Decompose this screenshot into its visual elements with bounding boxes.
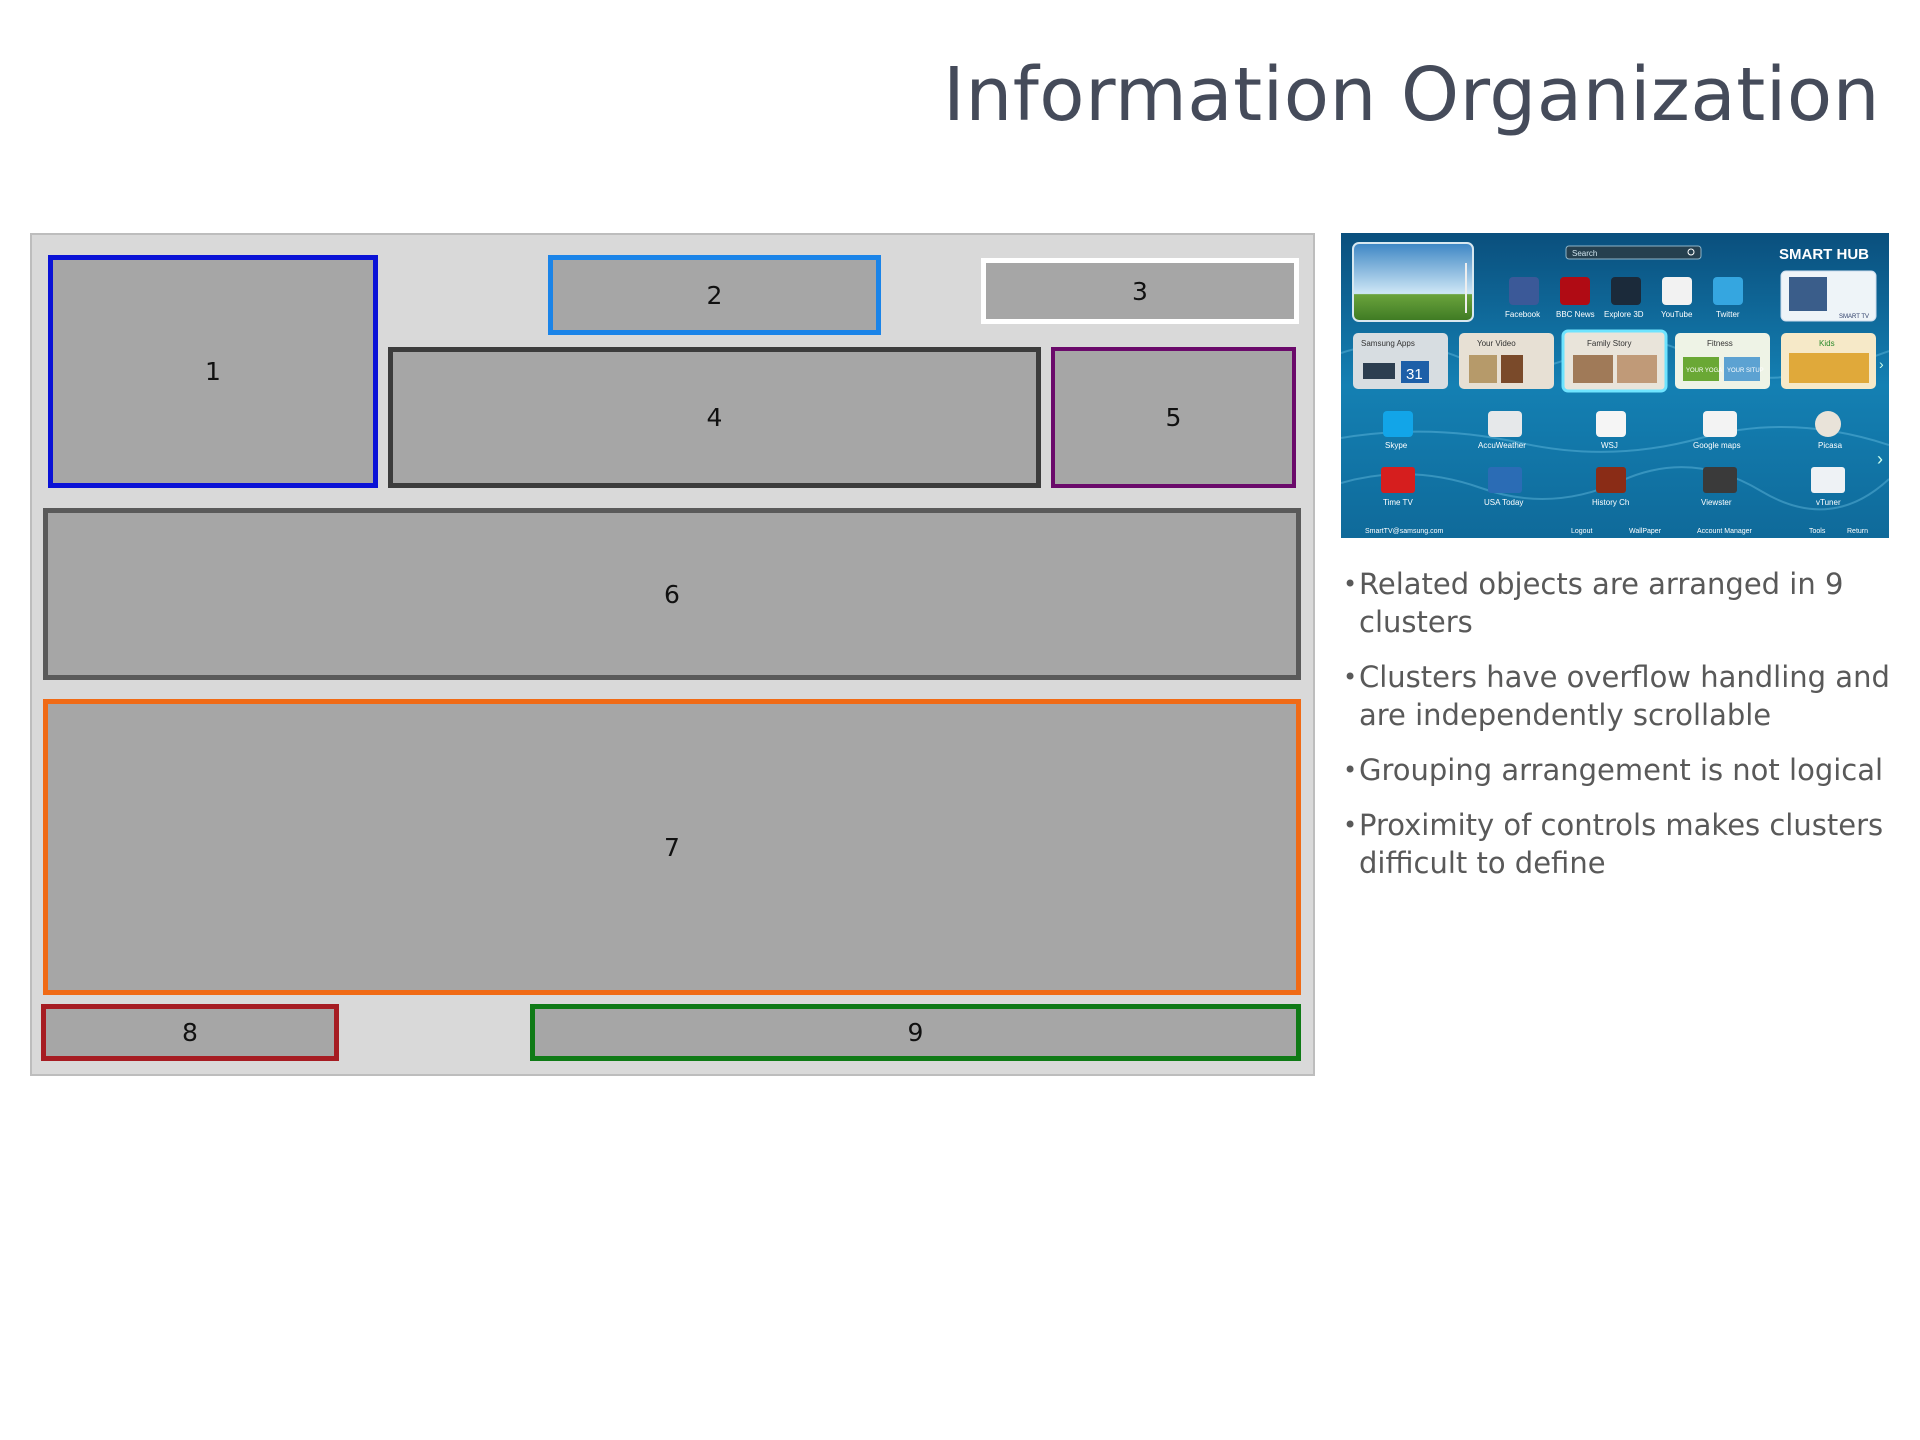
search-placeholder: Search	[1572, 249, 1597, 258]
svg-text:vTuner: vTuner	[1816, 498, 1841, 507]
cluster-9: 9	[530, 1004, 1301, 1061]
svg-text:WallPaper: WallPaper	[1629, 528, 1662, 535]
svg-text:BBC News: BBC News	[1556, 310, 1595, 319]
accuweather-icon	[1488, 411, 1522, 437]
cluster-7-label: 7	[664, 832, 680, 862]
history-icon	[1596, 467, 1626, 493]
cluster-4: 4	[388, 347, 1041, 488]
cluster-1-label: 1	[205, 357, 221, 386]
youtube-icon	[1662, 277, 1692, 305]
cluster-5: 5	[1051, 347, 1296, 488]
svg-text:Time TV: Time TV	[1383, 498, 1413, 507]
search-box	[1565, 245, 1702, 260]
google-maps-icon	[1703, 411, 1737, 437]
bbc-news-icon	[1560, 277, 1590, 305]
svg-text:History Ch: History Ch	[1592, 498, 1629, 507]
app-grid: Skype AccuWeather WSJ Google maps Picasa…	[1381, 411, 1883, 507]
svg-text:Picasa: Picasa	[1818, 441, 1843, 450]
svg-text:Account Manager: Account Manager	[1697, 528, 1753, 535]
bullet-list: Related objects are arranged in 9 cluste…	[1343, 565, 1903, 899]
cluster-3-label: 3	[1132, 276, 1148, 306]
svg-text:Google maps: Google maps	[1693, 441, 1741, 450]
svg-text:Samsung Apps: Samsung Apps	[1361, 339, 1415, 348]
cluster-5-label: 5	[1165, 403, 1182, 432]
svg-text:Family Story: Family Story	[1587, 339, 1631, 348]
svg-text:USA Today: USA Today	[1484, 498, 1523, 507]
top-apps: Facebook BBC News Explore 3D YouTube Twi…	[1505, 277, 1743, 319]
search-icon	[1687, 248, 1695, 256]
featured-thumbnail	[1352, 242, 1474, 322]
svg-text:Explore 3D: Explore 3D	[1604, 310, 1644, 319]
svg-text:Your Video: Your Video	[1477, 339, 1516, 348]
picasa-icon	[1815, 411, 1841, 437]
svg-text:WSJ: WSJ	[1601, 441, 1618, 450]
tv-footer: SmartTV@samsung.com Logout WallPaper Acc…	[1365, 528, 1868, 535]
svg-text:Kids: Kids	[1819, 339, 1835, 348]
smart-hub-screenshot: Search SMART HUB SMART TV Facebook BBC N…	[1341, 233, 1889, 538]
skype-icon	[1383, 411, 1413, 437]
brand-sub-logo: SMART TV	[1839, 314, 1869, 320]
content-tiles: Samsung Apps Your Video Family Story Fit…	[1353, 329, 1884, 393]
svg-text:YouTube: YouTube	[1661, 310, 1693, 319]
svg-text:Tools: Tools	[1809, 528, 1826, 535]
bullet-item: Clusters have overflow handling and are …	[1343, 658, 1903, 734]
svg-text:YOUR SITUP: YOUR SITUP	[1727, 368, 1764, 374]
svg-text:Twitter: Twitter	[1716, 310, 1740, 319]
bullet-item: Related objects are arranged in 9 cluste…	[1343, 565, 1903, 641]
wsj-icon	[1596, 411, 1626, 437]
cluster-2-label: 2	[706, 280, 723, 310]
bullet-item: Proximity of controls makes clusters dif…	[1343, 806, 1903, 882]
bullet-item: Grouping arrangement is not logical	[1343, 751, 1903, 789]
time-tv-icon	[1381, 467, 1415, 493]
svg-text:YOUR YOGA: YOUR YOGA	[1686, 368, 1722, 374]
cluster-2: 2	[548, 255, 881, 335]
cluster-6: 6	[43, 508, 1301, 680]
svg-text:SmartTV@samsung.com: SmartTV@samsung.com	[1365, 528, 1443, 535]
layout-diagram: 1 2 3 4 5 6 7 8 9	[30, 233, 1315, 1076]
svg-text:Skype: Skype	[1385, 441, 1408, 450]
svg-text:31: 31	[1406, 366, 1423, 383]
cluster-1: 1	[48, 255, 378, 488]
viewster-icon	[1703, 467, 1737, 493]
twitter-icon	[1713, 277, 1743, 305]
svg-text:Facebook: Facebook	[1505, 310, 1541, 319]
svg-text:Viewster: Viewster	[1701, 498, 1732, 507]
cluster-3: 3	[981, 258, 1299, 324]
explore-3d-icon	[1611, 277, 1641, 305]
cluster-4-label: 4	[706, 403, 723, 432]
tiles-scroll-arrow-icon: ›	[1879, 356, 1884, 372]
brand-logo: SMART HUB	[1779, 246, 1869, 263]
svg-text:Fitness: Fitness	[1707, 339, 1733, 348]
cluster-8: 8	[41, 1004, 339, 1061]
usa-today-icon	[1488, 467, 1522, 493]
slide-title: Information Organization	[943, 52, 1880, 138]
cluster-9-label: 9	[907, 1018, 924, 1047]
grid-scroll-arrow-icon: ›	[1877, 449, 1883, 469]
svg-text:Return: Return	[1847, 528, 1868, 535]
svg-text:Logout: Logout	[1571, 528, 1592, 535]
svg-text:AccuWeather: AccuWeather	[1478, 441, 1526, 450]
facebook-icon	[1509, 277, 1539, 305]
vtuner-icon	[1811, 467, 1845, 493]
cluster-8-label: 8	[182, 1018, 198, 1047]
cluster-7: 7	[43, 699, 1301, 995]
cluster-6-label: 6	[664, 579, 680, 609]
